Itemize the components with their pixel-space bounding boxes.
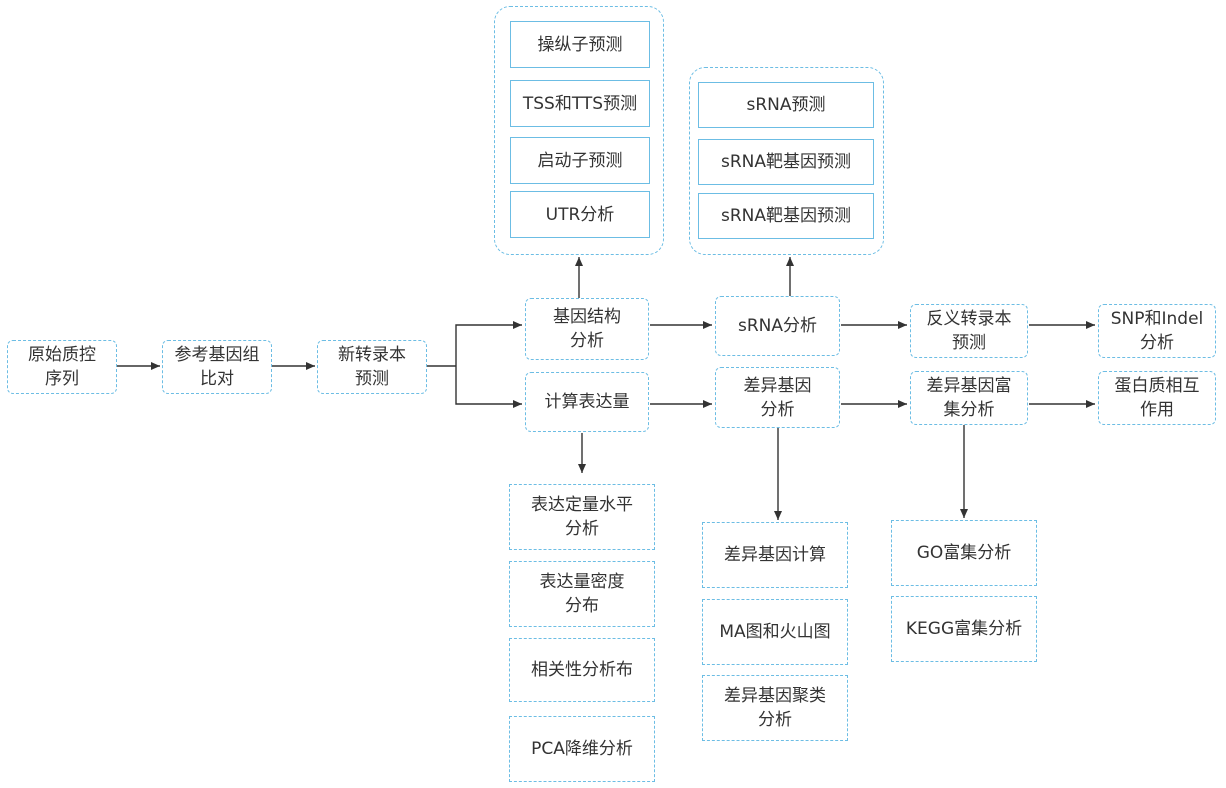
item-operon-prediction: 操纵子预测	[510, 21, 650, 68]
item-promoter-prediction: 启动子预测	[510, 137, 650, 184]
node-calc-expression: 计算表达量	[525, 372, 649, 432]
item-kegg-enrichment: KEGG富集分析	[891, 596, 1037, 662]
node-snp-indel: SNP和Indel 分析	[1098, 304, 1216, 358]
item-srna-target-prediction-2: sRNA靶基因预测	[698, 193, 874, 239]
node-diff-gene: 差异基因 分析	[715, 367, 840, 428]
node-ppi: 蛋白质相互 作用	[1098, 371, 1216, 425]
node-antisense: 反义转录本 预测	[910, 304, 1028, 358]
edge-to-calc-expr	[455, 366, 522, 408]
item-expression-quant: 表达定量水平 分析	[509, 484, 655, 550]
node-diff-enrich: 差异基因富 集分析	[910, 371, 1028, 425]
group-srna	[689, 67, 884, 255]
node-ref-align: 参考基因组 比对	[162, 340, 272, 394]
item-diff-gene-cluster: 差异基因聚类 分析	[702, 675, 848, 741]
item-expression-density: 表达量密度 分布	[509, 561, 655, 627]
group-gene-structure	[494, 6, 664, 255]
item-correlation: 相关性分析布	[509, 638, 655, 702]
item-srna-prediction: sRNA预测	[698, 82, 874, 128]
item-pca: PCA降维分析	[509, 716, 655, 782]
node-gene-structure: 基因结构 分析	[525, 298, 649, 360]
item-diff-gene-calc: 差异基因计算	[702, 522, 848, 588]
edge-to-gene-struct	[455, 321, 522, 366]
node-raw-qc: 原始质控 序列	[7, 340, 117, 394]
node-srna-analysis: sRNA分析	[715, 296, 840, 356]
item-go-enrichment: GO富集分析	[891, 520, 1037, 586]
item-tss-tts-prediction: TSS和TTS预测	[510, 80, 650, 127]
node-novel-transcript: 新转录本 预测	[317, 340, 427, 394]
item-utr-analysis: UTR分析	[510, 191, 650, 238]
item-ma-volcano: MA图和火山图	[702, 599, 848, 665]
item-srna-target-prediction: sRNA靶基因预测	[698, 139, 874, 185]
